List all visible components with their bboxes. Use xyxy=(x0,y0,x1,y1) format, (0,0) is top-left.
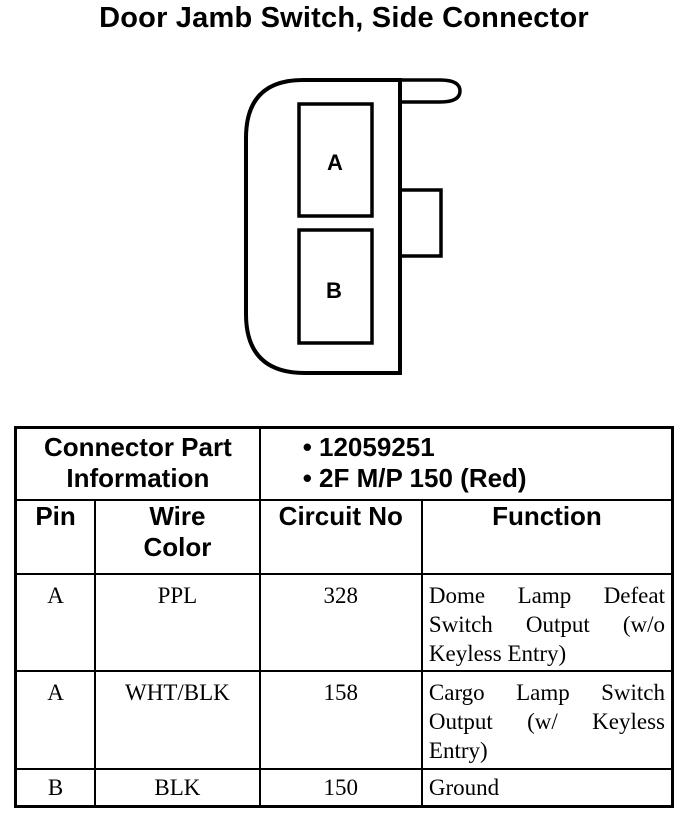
part-info-row: Connector Part Information • 12059251 • … xyxy=(14,426,674,501)
function-cell: Cargo Lamp Switch Output (w/ Keyless Ent… xyxy=(420,669,674,770)
pin-cell: A xyxy=(14,669,97,770)
header-row: Pin Wire Color Circuit No Function xyxy=(14,498,674,575)
header-wire-color: Wire Color xyxy=(94,498,261,575)
function-cell: Dome Lamp Defeat Switch Output (w/o Keyl… xyxy=(420,572,674,672)
table-row: B BLK 150 Ground xyxy=(14,767,674,808)
table-row: A PPL 328 Dome Lamp Defeat Switch Output… xyxy=(14,572,674,672)
cavity-b-label: B xyxy=(326,278,342,303)
locking-tab xyxy=(400,78,462,104)
circuit-no-cell: 158 xyxy=(258,669,423,770)
connector-face-diagram: A B xyxy=(244,78,462,375)
part-number: • 12059251 xyxy=(302,432,435,462)
part-info-values-cell: • 12059251 • 2F M/P 150 (Red) xyxy=(258,426,674,501)
wire-color-cell: BLK xyxy=(94,767,261,808)
cavity-a-label: A xyxy=(327,150,343,175)
pin-cell: B xyxy=(14,767,97,808)
cavity-a xyxy=(297,102,374,218)
header-pin: Pin xyxy=(14,498,97,575)
circuit-no-cell: 328 xyxy=(258,572,423,672)
header-function: Function xyxy=(420,498,674,575)
part-description: • 2F M/P 150 (Red) xyxy=(302,463,527,493)
header-circuit-no: Circuit No xyxy=(258,498,423,575)
table-row: A WHT/BLK 158 Cargo Lamp Switch Output (… xyxy=(14,669,674,770)
diagram-title: Door Jamb Switch, Side Connector xyxy=(99,2,589,34)
connector-housing xyxy=(244,78,402,375)
pin-cell: A xyxy=(14,572,97,672)
circuit-no-cell: 150 xyxy=(258,767,423,808)
connector-info-table: Connector Part Information • 12059251 • … xyxy=(14,426,674,808)
cavity-b xyxy=(297,228,374,345)
wire-color-cell: PPL xyxy=(94,572,261,672)
function-cell: Ground xyxy=(420,767,674,808)
part-info-label-cell: Connector Part Information xyxy=(14,426,261,501)
side-key xyxy=(400,188,443,258)
wire-color-cell: WHT/BLK xyxy=(94,669,261,770)
part-info-label: Connector Part Information xyxy=(43,432,232,493)
